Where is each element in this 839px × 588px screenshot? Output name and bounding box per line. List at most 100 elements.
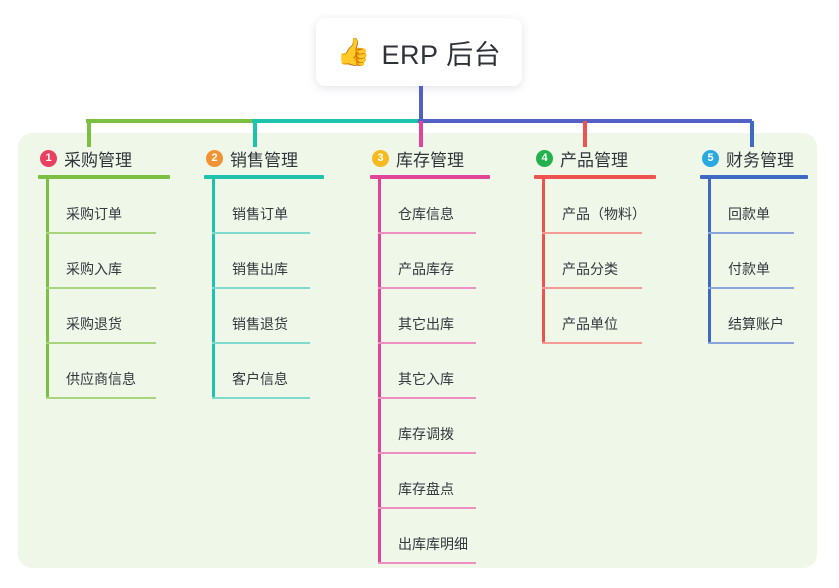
- branch-badge-3: 3: [372, 149, 389, 167]
- leaf-node[interactable]: 仓库信息: [370, 179, 490, 234]
- branch-rule-5: [700, 175, 808, 179]
- branch-title-1: 采购管理: [64, 150, 132, 170]
- thumbs-up-icon: 👍: [336, 36, 371, 67]
- leaf-rule: [212, 397, 310, 399]
- branch-rule-2: [204, 175, 324, 179]
- leaf-node[interactable]: 产品单位: [534, 289, 656, 344]
- leaf-node[interactable]: 供应商信息: [38, 344, 170, 399]
- leaf-node[interactable]: 产品分类: [534, 234, 656, 289]
- leaf-node[interactable]: 回款单: [700, 179, 808, 234]
- drop-line-2: [253, 121, 257, 147]
- branch-rule-3: [370, 175, 490, 179]
- leaf-node[interactable]: 结算账户: [700, 289, 808, 344]
- leaf-rule: [708, 232, 794, 234]
- leaf-rule: [542, 232, 642, 234]
- branch-rule-1: [38, 175, 170, 179]
- leaf-rule: [378, 562, 476, 564]
- leaf-label: 销售出库: [232, 261, 288, 277]
- branch-title-4: 产品管理: [560, 150, 628, 170]
- leaf-label: 供应商信息: [66, 371, 136, 387]
- branch-header-5[interactable]: 5 财务管理: [700, 145, 808, 171]
- leaf-label: 销售订单: [232, 206, 288, 222]
- leaf-node[interactable]: 销售订单: [204, 179, 324, 234]
- branch-badge-5: 5: [702, 149, 719, 167]
- branch-badge-2: 2: [206, 149, 223, 167]
- leaf-node[interactable]: 出库库明细: [370, 509, 490, 564]
- leaf-label: 采购退货: [66, 316, 122, 332]
- leaf-label: 出库库明细: [398, 536, 468, 552]
- leaf-node[interactable]: 客户信息: [204, 344, 324, 399]
- leaf-node[interactable]: 销售退货: [204, 289, 324, 344]
- branch-spine-2: [212, 179, 215, 399]
- leaf-label: 回款单: [728, 206, 770, 222]
- leaf-rule: [46, 232, 156, 234]
- diagram-background-panel: [18, 133, 817, 568]
- leaf-node[interactable]: 采购退货: [38, 289, 170, 344]
- leaf-rule: [46, 342, 156, 344]
- branch-header-3[interactable]: 3 库存管理: [370, 145, 490, 171]
- branch-title-5: 财务管理: [726, 150, 794, 170]
- leaf-label: 产品（物料）: [562, 206, 646, 222]
- leaf-label: 销售退货: [232, 316, 288, 332]
- branch-header-2[interactable]: 2 销售管理: [204, 145, 324, 171]
- leaf-node[interactable]: 采购入库: [38, 234, 170, 289]
- leaf-node[interactable]: 库存调拨: [370, 399, 490, 454]
- branch-title-3: 库存管理: [396, 150, 464, 170]
- leaf-node[interactable]: 产品（物料）: [534, 179, 656, 234]
- leaf-label: 产品单位: [562, 316, 618, 332]
- branch-badge-1: 1: [40, 149, 57, 167]
- leaf-label: 付款单: [728, 261, 770, 277]
- branch-badge-4: 4: [536, 149, 553, 167]
- branch-header-4[interactable]: 4 产品管理: [534, 145, 656, 171]
- leaf-label: 采购入库: [66, 261, 122, 277]
- branch-rule-4: [534, 175, 656, 179]
- root-node[interactable]: 👍 ERP 后台: [316, 18, 522, 86]
- leaf-node[interactable]: 采购订单: [38, 179, 170, 234]
- branch-spine-3: [378, 179, 381, 564]
- leaf-label: 库存调拨: [398, 426, 454, 442]
- branch-column-4: 4 产品管理产品（物料） 产品分类产品单位: [534, 145, 656, 344]
- leaf-label: 其它入库: [398, 371, 454, 387]
- leaf-label: 采购订单: [66, 206, 122, 222]
- leaf-rule: [46, 287, 156, 289]
- leaf-label: 产品分类: [562, 261, 618, 277]
- leaf-label: 结算账户: [728, 316, 784, 332]
- leaf-rule: [212, 232, 310, 234]
- leaf-node[interactable]: 其它出库: [370, 289, 490, 344]
- leaf-rule: [378, 232, 476, 234]
- branch-spine-1: [46, 179, 49, 399]
- leaf-node[interactable]: 库存盘点: [370, 454, 490, 509]
- leaf-node[interactable]: 销售出库: [204, 234, 324, 289]
- branch-column-2: 2 销售管理销售订单销售出库销售退货客户信息: [204, 145, 324, 399]
- leaf-label: 其它出库: [398, 316, 454, 332]
- branch-items-2: 销售订单销售出库销售退货客户信息: [204, 179, 324, 399]
- branch-header-1[interactable]: 1 采购管理: [38, 145, 170, 171]
- leaf-node[interactable]: 付款单: [700, 234, 808, 289]
- drop-line-4: [583, 121, 587, 147]
- branch-items-3: 仓库信息产品库存其它出库其它入库库存调拨库存盘点出库库明细: [370, 179, 490, 564]
- branch-items-4: 产品（物料） 产品分类产品单位: [534, 179, 656, 344]
- leaf-rule: [378, 507, 476, 509]
- drop-line-3: [419, 121, 423, 147]
- branch-column-3: 3 库存管理仓库信息产品库存其它出库其它入库库存调拨库存盘点出库库明细: [370, 145, 490, 564]
- drop-line-1: [87, 121, 91, 147]
- branch-title-2: 销售管理: [230, 150, 298, 170]
- leaf-rule: [542, 342, 642, 344]
- leaf-rule: [378, 287, 476, 289]
- branch-column-1: 1 采购管理采购订单采购入库采购退货供应商信息: [38, 145, 170, 399]
- drop-line-5: [750, 121, 754, 147]
- branch-spine-4: [542, 179, 545, 344]
- leaf-rule: [378, 397, 476, 399]
- bus-green-segment: [86, 119, 254, 123]
- leaf-node[interactable]: 其它入库: [370, 344, 490, 399]
- leaf-label: 库存盘点: [398, 481, 454, 497]
- leaf-rule: [542, 287, 642, 289]
- leaf-rule: [708, 287, 794, 289]
- leaf-node[interactable]: 产品库存: [370, 234, 490, 289]
- leaf-label: 客户信息: [232, 371, 288, 387]
- branch-spine-5: [708, 179, 711, 344]
- bus-teal-segment: [252, 119, 420, 123]
- leaf-rule: [378, 452, 476, 454]
- leaf-rule: [46, 397, 156, 399]
